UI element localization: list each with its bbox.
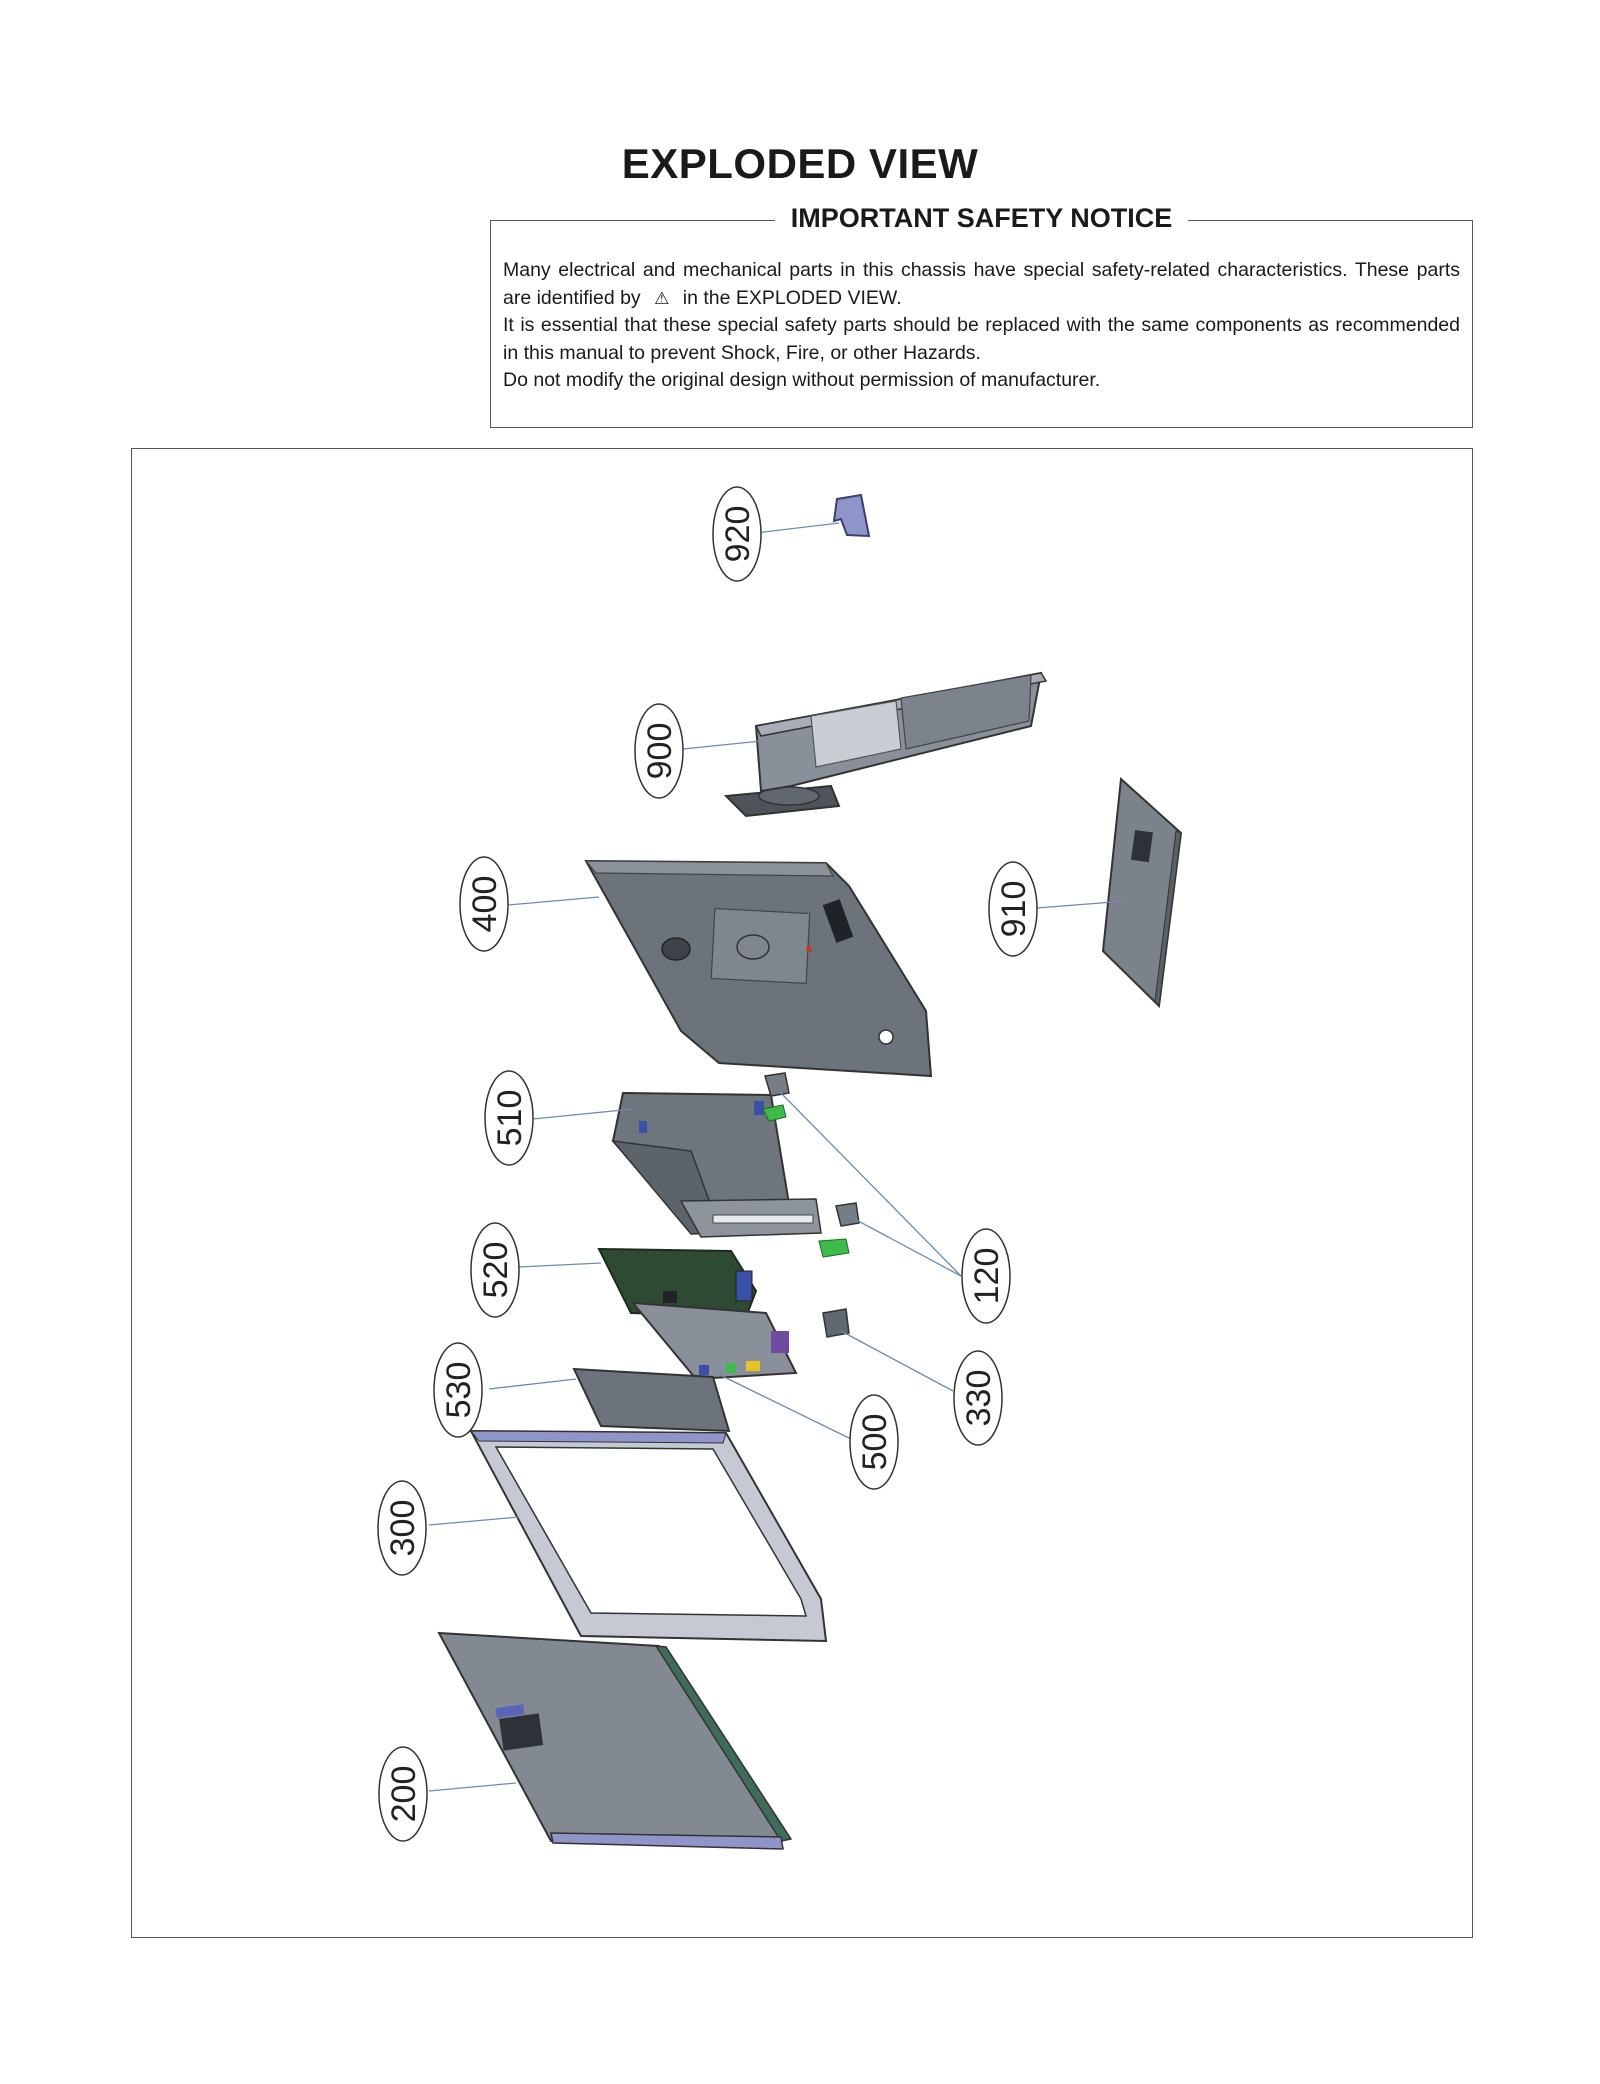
exploded-view-drawing: 920 900 400 910 510 520 120 330	[377, 486, 1183, 1850]
part-120-brackets	[764, 1072, 860, 1227]
callout-500: 500	[849, 1394, 899, 1490]
svg-text:330: 330	[960, 1370, 998, 1427]
safety-notice-body: Many electrical and mechanical parts in …	[503, 257, 1460, 395]
svg-text:530: 530	[440, 1362, 478, 1419]
notice-line-1a: Many electrical and mechanical parts in …	[503, 259, 1460, 309]
part-530-shield-plate	[572, 1367, 731, 1433]
part-200-panel	[437, 1631, 793, 1850]
svg-text:900: 900	[641, 723, 679, 780]
callout-120: 120	[961, 1228, 1011, 1324]
svg-text:300: 300	[384, 1500, 422, 1557]
callout-520: 520	[470, 1222, 520, 1318]
callout-900: 900	[634, 703, 684, 799]
exploded-view-diagram: 920 900 400 910 510 520 120 330	[131, 448, 1473, 1938]
svg-text:510: 510	[491, 1090, 529, 1147]
callout-300: 300	[377, 1480, 427, 1576]
notice-paragraph-2: It is essential that these special safet…	[503, 314, 1460, 364]
part-330-bracket	[822, 1308, 850, 1338]
svg-text:120: 120	[968, 1248, 1006, 1305]
part-920-clip	[832, 493, 871, 538]
warning-triangle-icon: ⚠	[654, 288, 670, 308]
svg-text:520: 520	[477, 1242, 515, 1299]
part-500-main-board	[630, 1301, 798, 1381]
leader-lines	[428, 522, 1127, 1792]
callout-510: 510	[484, 1070, 534, 1166]
svg-text:920: 920	[719, 506, 757, 563]
callout-330: 330	[953, 1350, 1003, 1446]
svg-text:200: 200	[385, 1766, 423, 1823]
svg-text:400: 400	[466, 876, 504, 933]
callout-920: 920	[712, 486, 762, 582]
svg-text:910: 910	[995, 881, 1033, 938]
callout-910: 910	[988, 861, 1038, 957]
callout-400: 400	[459, 856, 509, 952]
notice-paragraph-1: Many electrical and mechanical parts in …	[503, 257, 1460, 312]
part-900-stand-neck	[723, 671, 1048, 818]
page-title: EXPLODED VIEW	[621, 140, 979, 187]
svg-text:500: 500	[856, 1414, 894, 1471]
safety-notice-heading: IMPORTANT SAFETY NOTICE	[491, 203, 1472, 234]
safety-notice-title: IMPORTANT SAFETY NOTICE	[774, 203, 1189, 233]
callout-530: 530	[433, 1342, 483, 1438]
notice-paragraph-3: Do not modify the original design withou…	[503, 369, 1101, 391]
part-400-back-cover	[584, 859, 933, 1078]
part-520-power-board	[597, 1247, 758, 1319]
part-300-middle-frame	[469, 1429, 828, 1643]
safety-notice-box: IMPORTANT SAFETY NOTICE Many electrical …	[490, 203, 1473, 428]
part-510-shield-chassis	[611, 1091, 850, 1258]
notice-line-1b: in the EXPLODED VIEW.	[682, 286, 902, 309]
callout-200: 200	[378, 1746, 428, 1842]
part-910-base	[1101, 776, 1183, 1009]
